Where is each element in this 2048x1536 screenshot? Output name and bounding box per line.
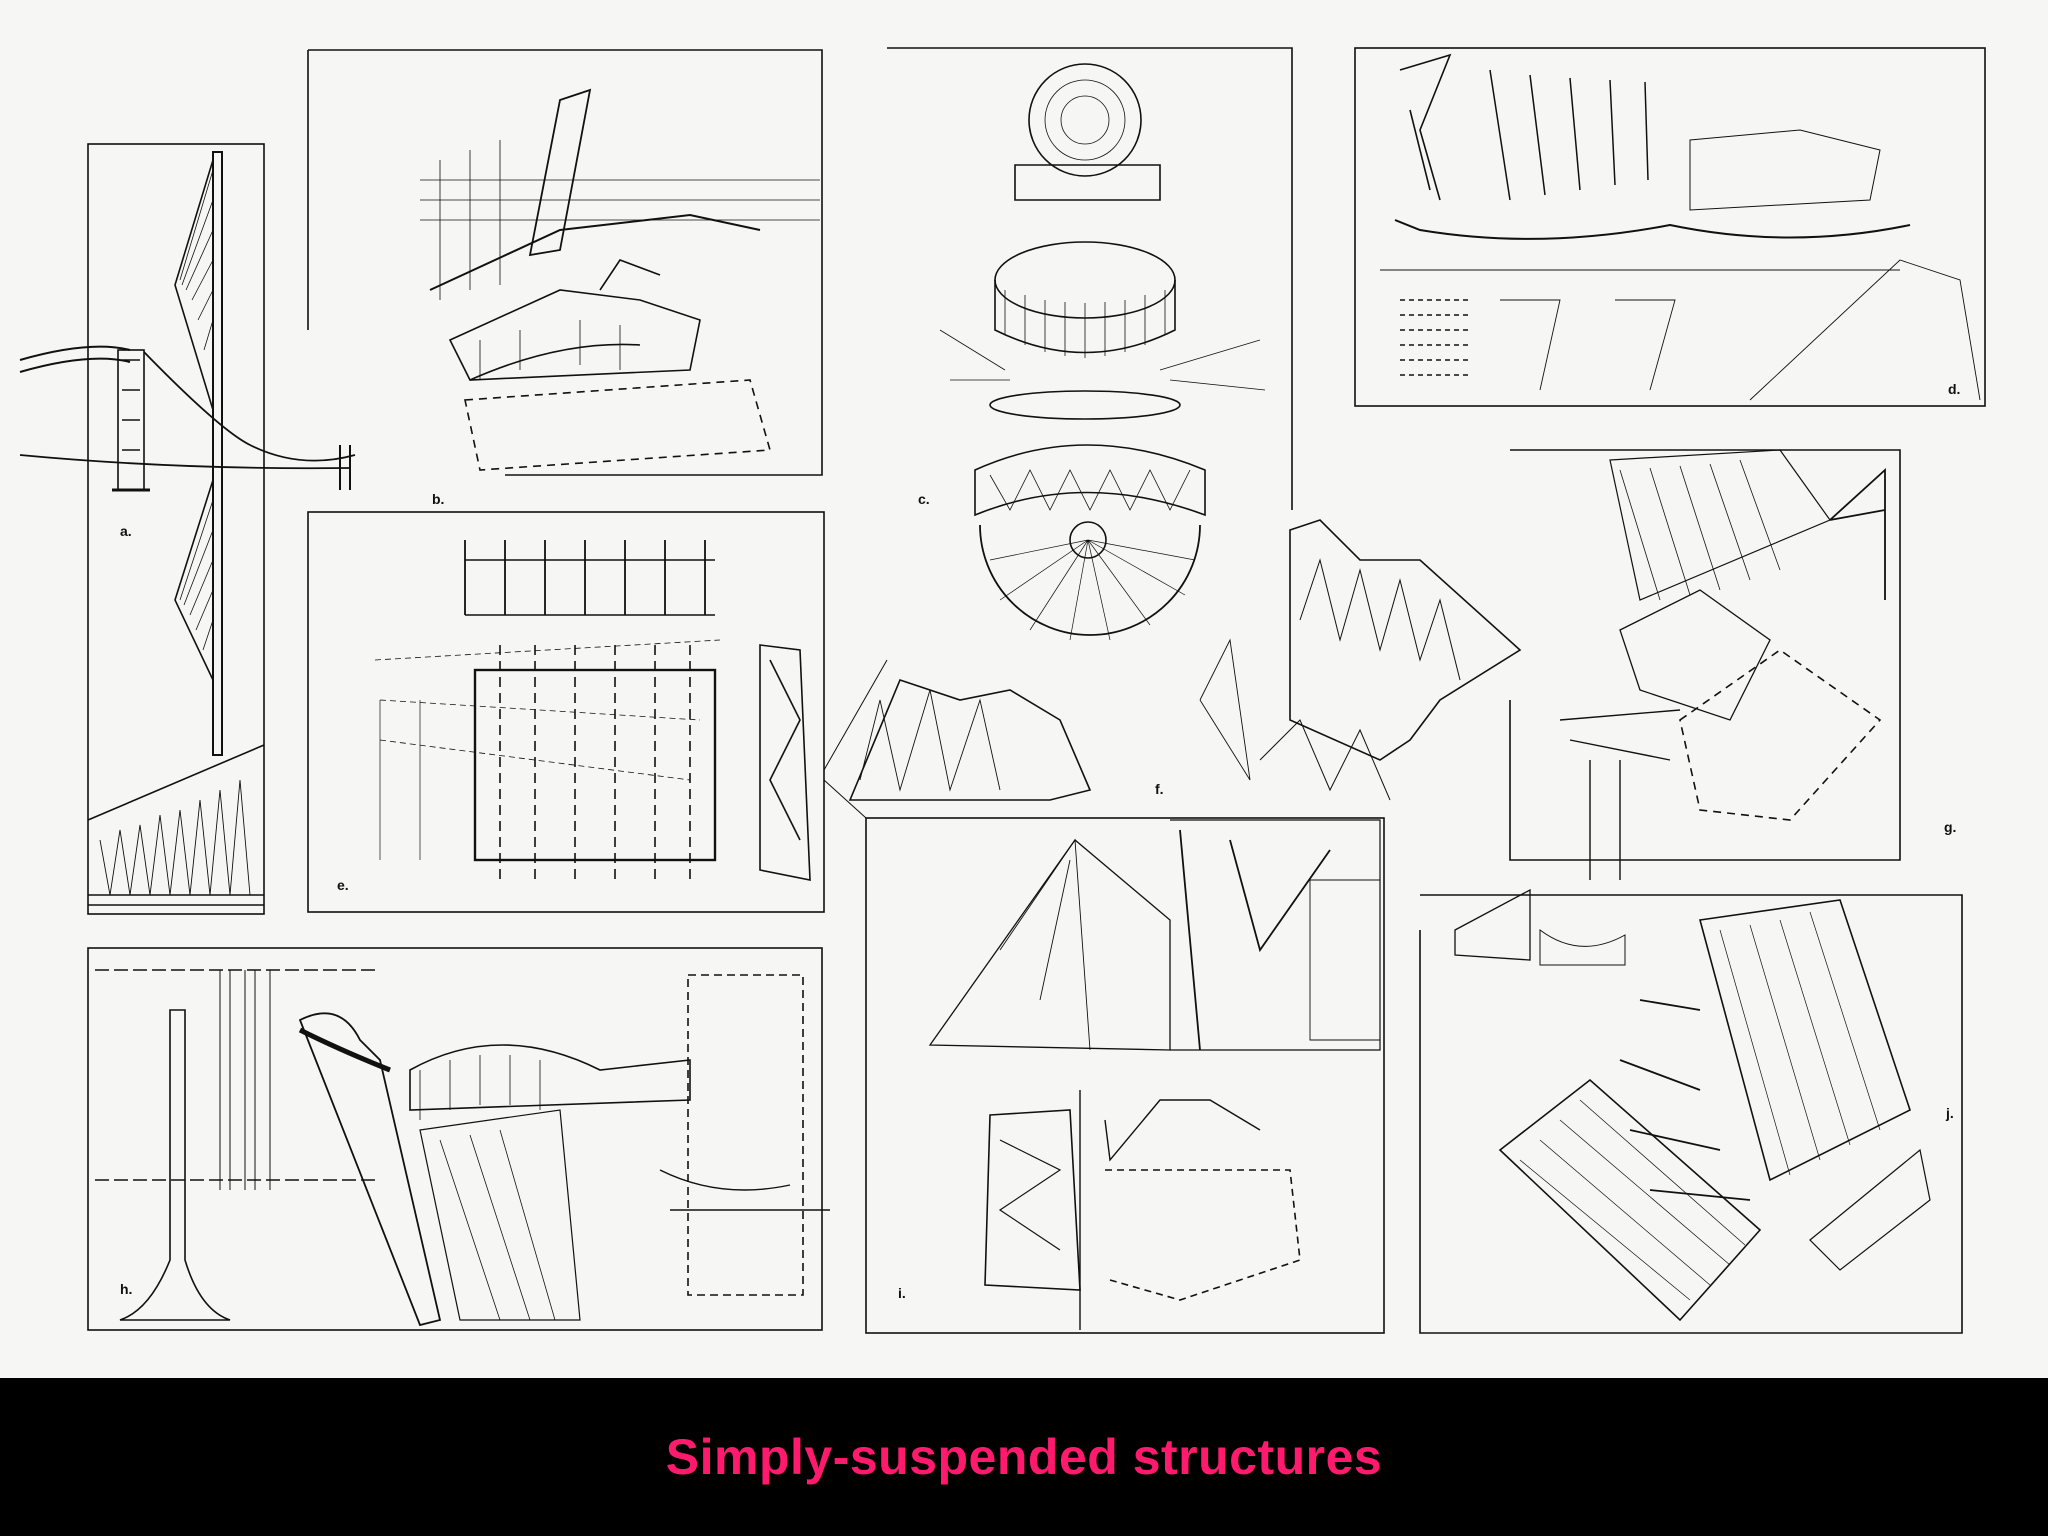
panel-label-d: d. [1948, 381, 1960, 397]
panel-label-g: g. [1944, 819, 1956, 835]
panel-label-h: h. [120, 1281, 132, 1297]
panel-a-drawing [19, 143, 356, 915]
slide-caption: Simply-suspended structures [665, 1429, 1383, 1485]
panel-label-b: b. [432, 491, 444, 507]
panel-d-frame [1354, 47, 1986, 407]
panel-label-f: f. [1155, 781, 1164, 797]
panel-b-drawing [307, 49, 823, 476]
panel-i-drawing [865, 817, 1385, 1334]
panel-g-drawing [1509, 449, 1901, 880]
panel-label-j: j. [1945, 1105, 1954, 1121]
panel-a-frame [87, 143, 265, 915]
panel-label-e: e. [337, 877, 349, 893]
panel-labels: a. b. c. d. e. f. g. h. i. j. [120, 381, 1960, 1301]
connector-lines [823, 659, 888, 819]
panel-i-frame [865, 817, 1385, 1334]
panel-label-c: c. [918, 491, 930, 507]
panel-h-frame [87, 947, 823, 1331]
panel-f-drawing [848, 519, 1522, 801]
panel-d-drawing [1354, 47, 1986, 407]
panel-j-drawing [1419, 888, 1963, 1334]
drawing-plate: a. b. c. d. e. f. g. h. i. j. [19, 47, 1986, 1334]
caption-bar: Simply-suspended structures [0, 1378, 2048, 1536]
drawing-plate-svg: a. b. c. d. e. f. g. h. i. j. [19, 47, 1986, 1334]
panel-e-drawing [307, 511, 825, 913]
panel-h-drawing [87, 947, 830, 1331]
panel-label-a: a. [120, 523, 132, 539]
panel-e-frame [307, 511, 825, 913]
panel-label-i: i. [898, 1285, 906, 1301]
panel-c-drawing [887, 47, 1293, 641]
